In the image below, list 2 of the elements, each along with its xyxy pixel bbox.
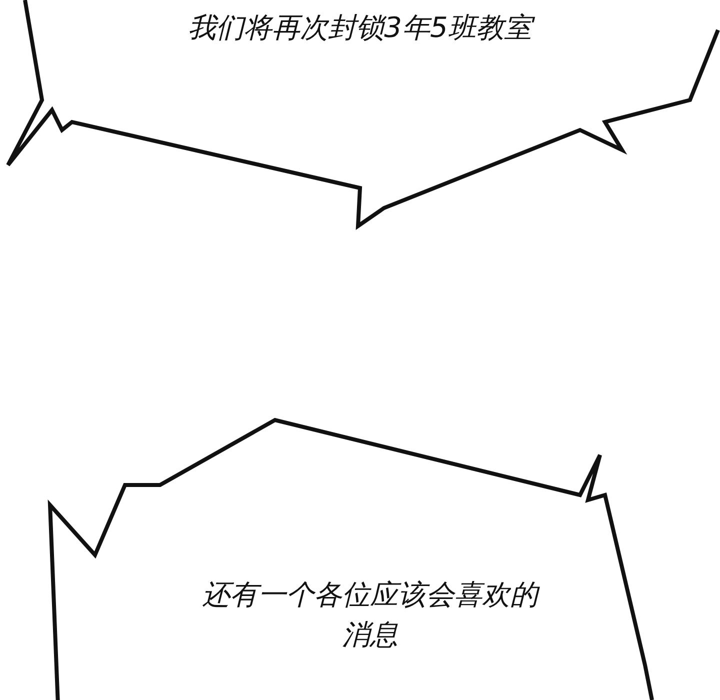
speech-text: 我们将再次封锁3年5班教室 (150, 8, 570, 48)
speech-text: 还有一个各位应该会喜欢的消息 (201, 577, 541, 653)
